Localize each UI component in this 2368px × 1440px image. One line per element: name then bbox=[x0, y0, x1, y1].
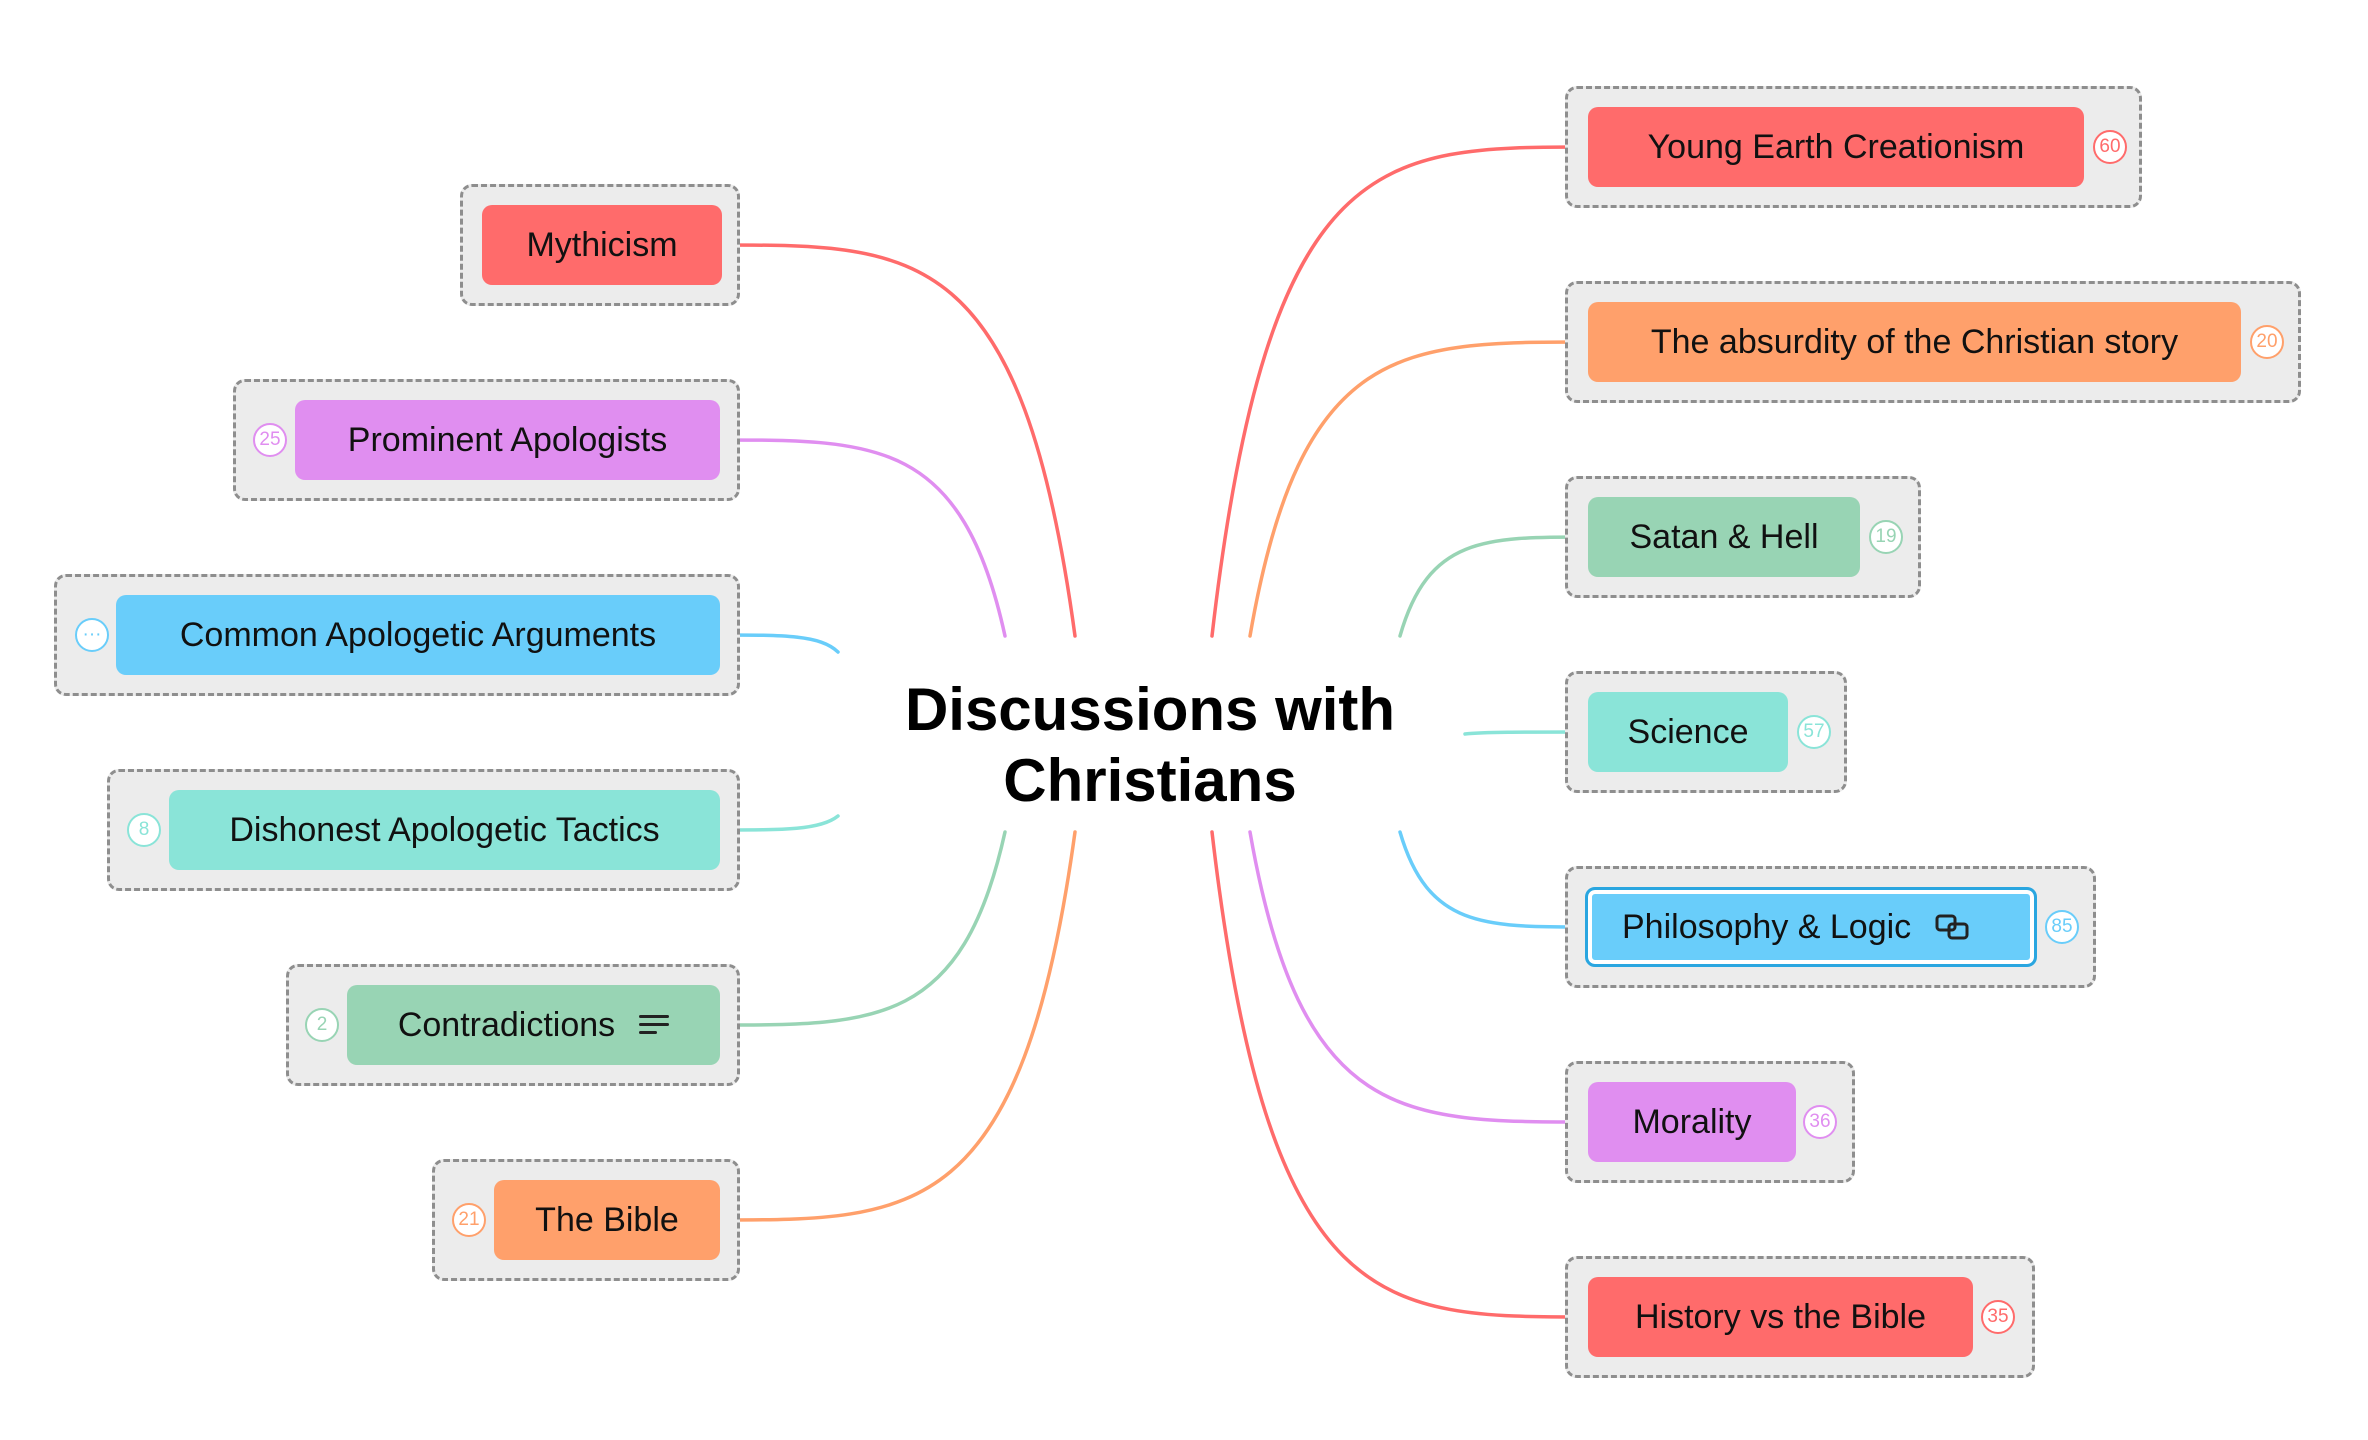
topic-philosophy-and-logic[interactable]: Philosophy & Logic bbox=[1585, 887, 2037, 967]
collapsed-count-badge[interactable]: 60 bbox=[2093, 130, 2127, 164]
connector-left-3 bbox=[718, 814, 840, 832]
topic-label: Mythicism bbox=[526, 225, 678, 264]
topic-label: The absurdity of the Christian story bbox=[1650, 322, 2179, 361]
collapsed-count-badge[interactable]: 57 bbox=[1797, 715, 1831, 749]
topic-mythicism[interactable]: Mythicism bbox=[482, 205, 722, 285]
topic-label: Young Earth Creationism bbox=[1647, 127, 2025, 166]
topic-label: Prominent Apologists bbox=[347, 420, 668, 459]
topic-label: Common Apologetic Arguments bbox=[179, 615, 657, 654]
connector-right-2 bbox=[1398, 535, 1590, 638]
collapsed-count-badge[interactable]: 25 bbox=[253, 423, 287, 457]
connector-right-1 bbox=[1248, 340, 1590, 638]
collapsed-count-badge[interactable]: 2 bbox=[305, 1008, 339, 1042]
topic-label: Science bbox=[1627, 712, 1749, 751]
link-icon[interactable] bbox=[1935, 913, 1969, 941]
connector-left-0 bbox=[720, 243, 1077, 638]
topic-common-apologetic-arguments[interactable]: Common Apologetic Arguments bbox=[116, 595, 720, 675]
topic-label: Philosophy & Logic bbox=[1622, 907, 1912, 946]
topic-absurdity-of-christian-story[interactable]: The absurdity of the Christian story bbox=[1588, 302, 2241, 382]
topic-the-bible[interactable]: The Bible bbox=[494, 1180, 720, 1260]
connector-right-5 bbox=[1248, 830, 1590, 1124]
connector-left-1 bbox=[718, 438, 1007, 638]
topic-morality[interactable]: Morality bbox=[1588, 1082, 1796, 1162]
topic-dishonest-apologetic-tactics[interactable]: Dishonest Apologetic Tactics bbox=[169, 790, 720, 870]
topic-label: Morality bbox=[1632, 1102, 1752, 1141]
connector-right-0 bbox=[1210, 145, 1590, 638]
topic-science[interactable]: Science bbox=[1588, 692, 1788, 772]
connector-left-5 bbox=[718, 830, 1077, 1222]
topic-satan-and-hell[interactable]: Satan & Hell bbox=[1588, 497, 1860, 577]
connector-right-4 bbox=[1398, 830, 1587, 929]
collapsed-count-badge[interactable]: 36 bbox=[1803, 1105, 1837, 1139]
central-topic-line-1: Discussions with bbox=[904, 676, 1396, 743]
connector-left-2 bbox=[718, 633, 840, 654]
topic-young-earth-creationism[interactable]: Young Earth Creationism bbox=[1588, 107, 2084, 187]
collapsed-count-badge[interactable]: 85 bbox=[2045, 910, 2079, 944]
topic-label: Contradictions bbox=[397, 1005, 616, 1044]
collapsed-count-badge[interactable]: 20 bbox=[2250, 325, 2284, 359]
topic-label: Satan & Hell bbox=[1629, 517, 1819, 556]
connector-right-6 bbox=[1210, 830, 1590, 1319]
collapsed-count-badge[interactable]: 35 bbox=[1981, 1300, 2015, 1334]
topic-history-vs-the-bible[interactable]: History vs the Bible bbox=[1588, 1277, 1973, 1357]
topic-contradictions[interactable]: Contradictions bbox=[347, 985, 720, 1065]
notes-icon[interactable] bbox=[639, 1013, 670, 1037]
collapsed-count-badge[interactable]: 19 bbox=[1869, 520, 1903, 554]
collapsed-count-badge[interactable]: 21 bbox=[452, 1203, 486, 1237]
topic-label: The Bible bbox=[535, 1200, 679, 1239]
topic-prominent-apologists[interactable]: Prominent Apologists bbox=[295, 400, 720, 480]
central-topic[interactable]: Discussions with Christians bbox=[840, 640, 1460, 850]
collapsed-count-badge[interactable]: 8 bbox=[127, 813, 161, 847]
collapsed-ellipsis-badge[interactable]: ··· bbox=[75, 618, 109, 652]
connector-left-4 bbox=[718, 830, 1007, 1027]
topic-label: History vs the Bible bbox=[1635, 1297, 1926, 1336]
topic-label: Dishonest Apologetic Tactics bbox=[229, 810, 660, 849]
central-topic-line-2: Christians bbox=[1003, 747, 1297, 814]
